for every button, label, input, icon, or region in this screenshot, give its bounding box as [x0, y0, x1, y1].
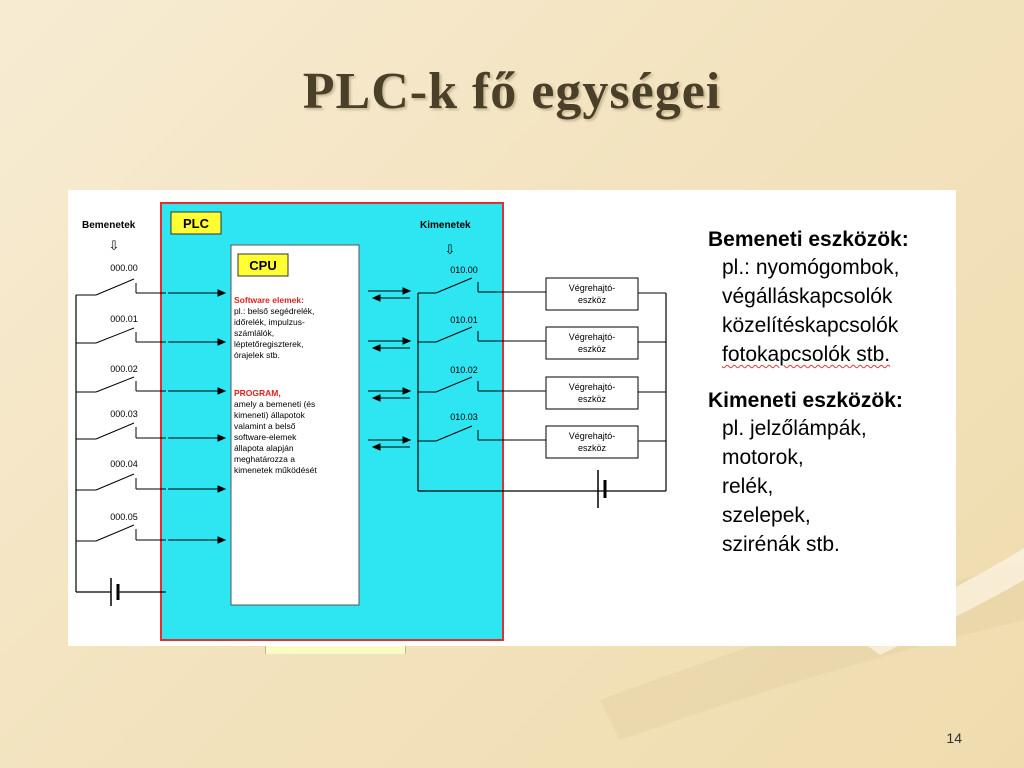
- software-line: pl.: belső segédrelék,: [234, 306, 314, 316]
- software-line: léptetőregiszterek,: [234, 339, 303, 349]
- cpu-label-box: [237, 253, 289, 277]
- input-address: 000.00: [110, 263, 138, 273]
- actuator-label-2: eszköz: [578, 344, 607, 354]
- program-line: meghatározza a: [234, 454, 295, 464]
- cpu-description: Software elemek: pl.: belső segédrelék, …: [234, 295, 318, 475]
- input-address: 000.01: [110, 314, 138, 324]
- inputs-devices-title: Bemeneti eszközök:: [708, 228, 909, 251]
- input-device-item: pl.: nyomógombok,: [722, 256, 900, 279]
- outputs-label: Kimenetek: [420, 220, 471, 231]
- actuator-label-1: Végrehajtó-: [569, 283, 616, 293]
- actuator-label-2: eszköz: [578, 295, 607, 305]
- slide-title: PLC-k fő egységei: [302, 63, 722, 120]
- actuator-label-1: Végrehajtó-: [569, 382, 616, 392]
- input-device-item: közelítéskapcsolók: [722, 314, 899, 337]
- software-line: időrelék, impulzus-: [234, 317, 305, 327]
- output-address: 010.03: [450, 412, 478, 422]
- device-descriptions: Bemeneti eszközök: pl.: nyomógombok, vég…: [708, 226, 956, 559]
- actuator-label-2: eszköz: [578, 443, 607, 453]
- software-line: órajelek stb.: [234, 350, 280, 360]
- output-device-item: szirénák stb.: [722, 533, 840, 556]
- actuator-box: [545, 277, 639, 311]
- program-line: állapota alapján: [234, 443, 294, 453]
- cpu-label: CPU: [249, 258, 276, 273]
- cpu-tab-bottom: [265, 646, 406, 654]
- outputs-arrow-icon: ⇩: [445, 243, 456, 258]
- plc-diagram: PLC CPU Bemenetek ⇩ 000.00 000.01 000.02…: [75, 202, 667, 641]
- actuator-label-2: eszköz: [578, 394, 607, 404]
- input-device-item: fotokapcsolók stb.: [722, 343, 891, 366]
- actuator-box: [545, 376, 639, 410]
- input-address: 000.03: [110, 409, 138, 419]
- cpu-box: [230, 244, 360, 606]
- program-line: amely a bemeneti (és: [234, 399, 315, 409]
- software-heading: Software elemek:: [234, 295, 304, 305]
- input-address: 000.04: [110, 459, 138, 469]
- input-address: 000.05: [110, 512, 138, 522]
- output-address: 010.00: [450, 265, 478, 275]
- actuator-box: [545, 326, 639, 360]
- output-address: 010.01: [450, 315, 478, 325]
- program-heading: PROGRAM,: [234, 388, 281, 398]
- program-line: valamint a belső: [234, 421, 296, 431]
- output-device-item: relék,: [722, 475, 774, 498]
- program-line: kimeneti) állapotok: [234, 410, 306, 420]
- input-device-item: végálláskapcsolók: [722, 285, 893, 308]
- output-address: 010.02: [450, 365, 478, 375]
- actuator-label-1: Végrehajtó-: [569, 431, 616, 441]
- plc-label: PLC: [183, 216, 210, 231]
- plc-label-box: [170, 211, 222, 235]
- inputs-label: Bemenetek: [82, 220, 136, 231]
- outputs-devices-title: Kimeneti eszközök:: [708, 389, 903, 412]
- input-signal-arrows: [168, 289, 227, 544]
- output-device-item: motorok,: [722, 446, 804, 469]
- diagram-panel: PLC CPU Bemenetek ⇩ 000.00 000.01 000.02…: [68, 190, 956, 646]
- output-signal-arrows: [368, 287, 412, 451]
- output-device-item: pl. jelzőlámpák,: [722, 417, 867, 440]
- program-line: kimenetek működését: [234, 465, 317, 475]
- output-device-item: szelepek,: [722, 504, 811, 527]
- page-number: 14: [946, 730, 962, 746]
- inputs-arrow-icon: ⇩: [109, 239, 120, 254]
- program-line: software-elemek: [234, 432, 297, 442]
- software-line: számlálók,: [234, 328, 274, 338]
- actuator-label-1: Végrehajtó-: [569, 332, 616, 342]
- actuator-box: [545, 425, 639, 459]
- input-address: 000.02: [110, 364, 138, 374]
